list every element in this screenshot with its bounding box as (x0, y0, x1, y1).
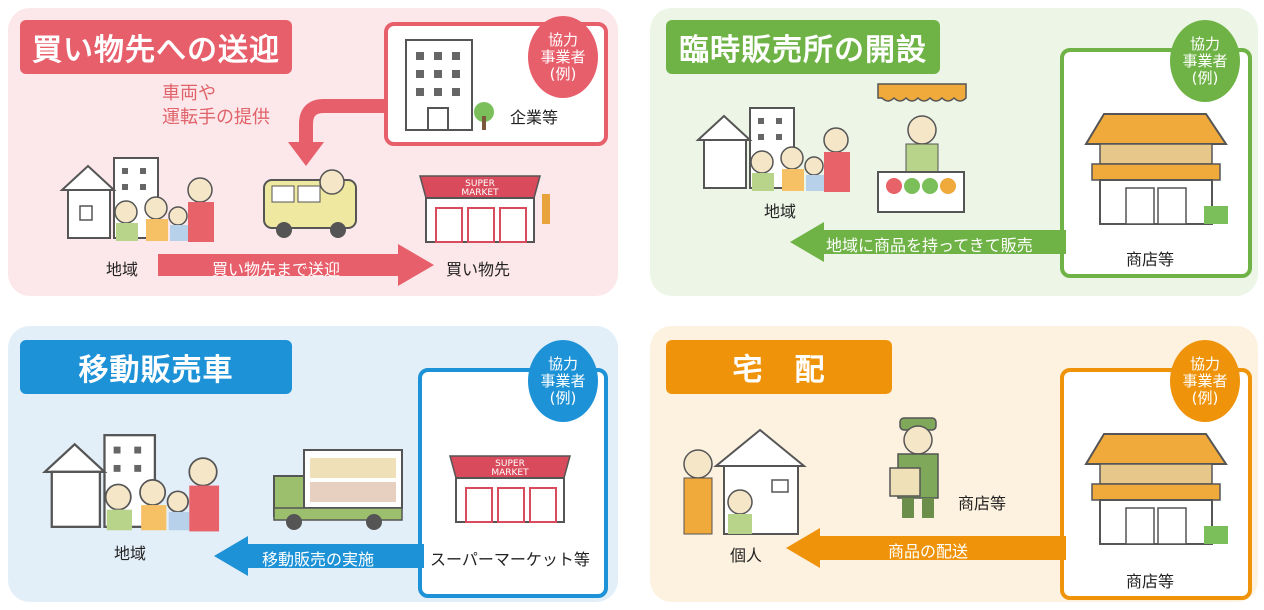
badge-line3: (例) (549, 64, 577, 83)
badge-line1: 協力 (1189, 354, 1220, 373)
community-icon (695, 107, 850, 192)
delivery-arrow (786, 528, 1066, 568)
panel-title-transport: 買い物先への送迎 (20, 20, 292, 74)
partner-badge: 協力 事業者 (例) (1170, 20, 1240, 102)
office-building-icon (405, 39, 494, 131)
sign-text-2: MARKET (491, 468, 529, 478)
community-icon (41, 434, 220, 532)
provide-arrow (288, 99, 384, 166)
badge-line1: 協力 (547, 30, 578, 49)
badge-line3: (例) (1191, 68, 1219, 87)
market-stall-icon (877, 83, 967, 213)
shop-label: 買い物先 (446, 260, 511, 279)
badge-line3: (例) (549, 388, 577, 407)
partner-badge: 協力 事業者 (例) (528, 340, 598, 422)
supermarket-icon: SUPER MARKET (449, 455, 571, 523)
panel-title-mobile-store: 移動販売車 (20, 340, 292, 394)
supermarket-icon: SUPER MARKET (419, 175, 550, 243)
company-label: 企業等 (510, 108, 559, 127)
community-label: 地域 (114, 544, 147, 563)
home-residents-icon (683, 428, 807, 535)
individual-label: 個人 (730, 546, 763, 565)
vehicle-provision-line1: 車両や (162, 83, 216, 104)
badge-line2: 事業者 (540, 371, 586, 390)
courier-label: 商店等 (958, 494, 1007, 513)
partner-badge: 協力 事業者 (例) (1170, 340, 1240, 422)
community-icon (59, 157, 214, 242)
sign-text-2: MARKET (461, 188, 499, 198)
panel-title-delivery: 宅 配 (666, 340, 892, 394)
store-icon (1084, 433, 1228, 545)
mobile-sales-truck-icon (273, 449, 403, 530)
mobile-sales-arrow (214, 536, 424, 576)
sell-arrow-label: 地域に商品を持ってきて販売 (826, 236, 1033, 255)
supermarket-label: スーパーマーケット等 (430, 550, 590, 569)
store-label: 商店等 (1126, 250, 1175, 269)
delivery-courier-icon (889, 417, 939, 518)
sell-arrow (790, 222, 1066, 262)
badge-line2: 事業者 (540, 47, 586, 66)
sign-text-1: SUPER (465, 179, 495, 189)
badge-line1: 協力 (1189, 34, 1220, 53)
panel-title-temporary-store: 臨時販売所の開設 (666, 20, 940, 74)
store-label: 商店等 (1126, 572, 1175, 591)
sign-text-1: SUPER (495, 459, 525, 469)
transport-arrow (158, 244, 434, 286)
delivery-arrow-label: 商品の配送 (888, 542, 969, 561)
badge-line2: 事業者 (1182, 371, 1228, 390)
community-label: 地域 (764, 202, 797, 221)
community-label: 地域 (106, 260, 139, 279)
mobile-sales-arrow-label: 移動販売の実施 (262, 550, 375, 569)
transport-arrow-label: 買い物先まで送迎 (212, 260, 341, 279)
badge-line2: 事業者 (1182, 51, 1228, 70)
vehicle-provision-line2: 運転手の提供 (162, 107, 270, 128)
shuttle-bus-icon (263, 169, 357, 238)
badge-line1: 協力 (547, 354, 578, 373)
badge-line3: (例) (1191, 388, 1219, 407)
partner-badge: 協力 事業者 (例) (528, 16, 598, 98)
store-icon (1084, 113, 1228, 225)
